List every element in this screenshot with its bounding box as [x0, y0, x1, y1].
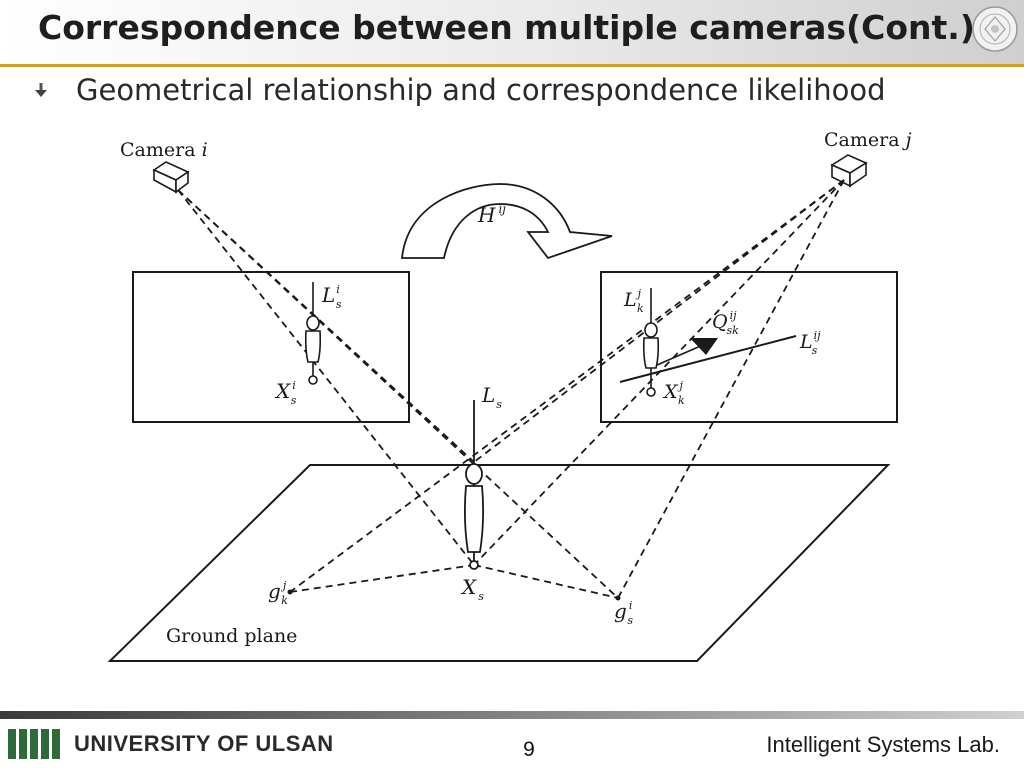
page-number: 9 — [523, 738, 535, 761]
q-pointer-icon — [690, 338, 718, 355]
person-in-image-i — [304, 282, 322, 385]
footer-bar — [0, 711, 1024, 719]
camera-j-icon — [830, 154, 868, 188]
person-on-ground — [463, 400, 485, 570]
line-L-s-ij — [619, 335, 797, 383]
homography-arrow-icon — [401, 183, 613, 260]
title-rule — [0, 64, 1024, 67]
label-ground-plane: Ground plane — [166, 625, 297, 647]
university-seal-icon — [972, 6, 1018, 52]
label-camera-i: Camera i — [120, 139, 208, 161]
ulsan-logo-icon — [8, 729, 60, 759]
slide-title: Correspondence between multiple cameras(… — [38, 8, 975, 47]
lab-name: Intelligent Systems Lab. — [766, 732, 1000, 757]
image-plane-i — [132, 271, 410, 423]
university-logo: UNIVERSITY OF ULSAN — [8, 726, 334, 762]
point-g-k-j — [287, 589, 293, 595]
title-band — [0, 0, 1024, 66]
label-L-s: Ls — [481, 383, 502, 411]
camera-i-icon — [152, 161, 190, 194]
bullet-item: Geometrical relationship and corresponde… — [32, 70, 886, 110]
label-camera-j: Camera j — [824, 129, 912, 151]
person-in-image-j — [642, 288, 660, 397]
ground-plane-shape — [107, 464, 891, 662]
image-plane-j — [600, 271, 898, 423]
university-name: UNIVERSITY OF ULSAN — [74, 731, 334, 756]
arrow-bullet-icon — [35, 83, 47, 97]
bullet-text: Geometrical relationship and corresponde… — [76, 73, 886, 107]
point-g-s-i — [615, 595, 621, 601]
